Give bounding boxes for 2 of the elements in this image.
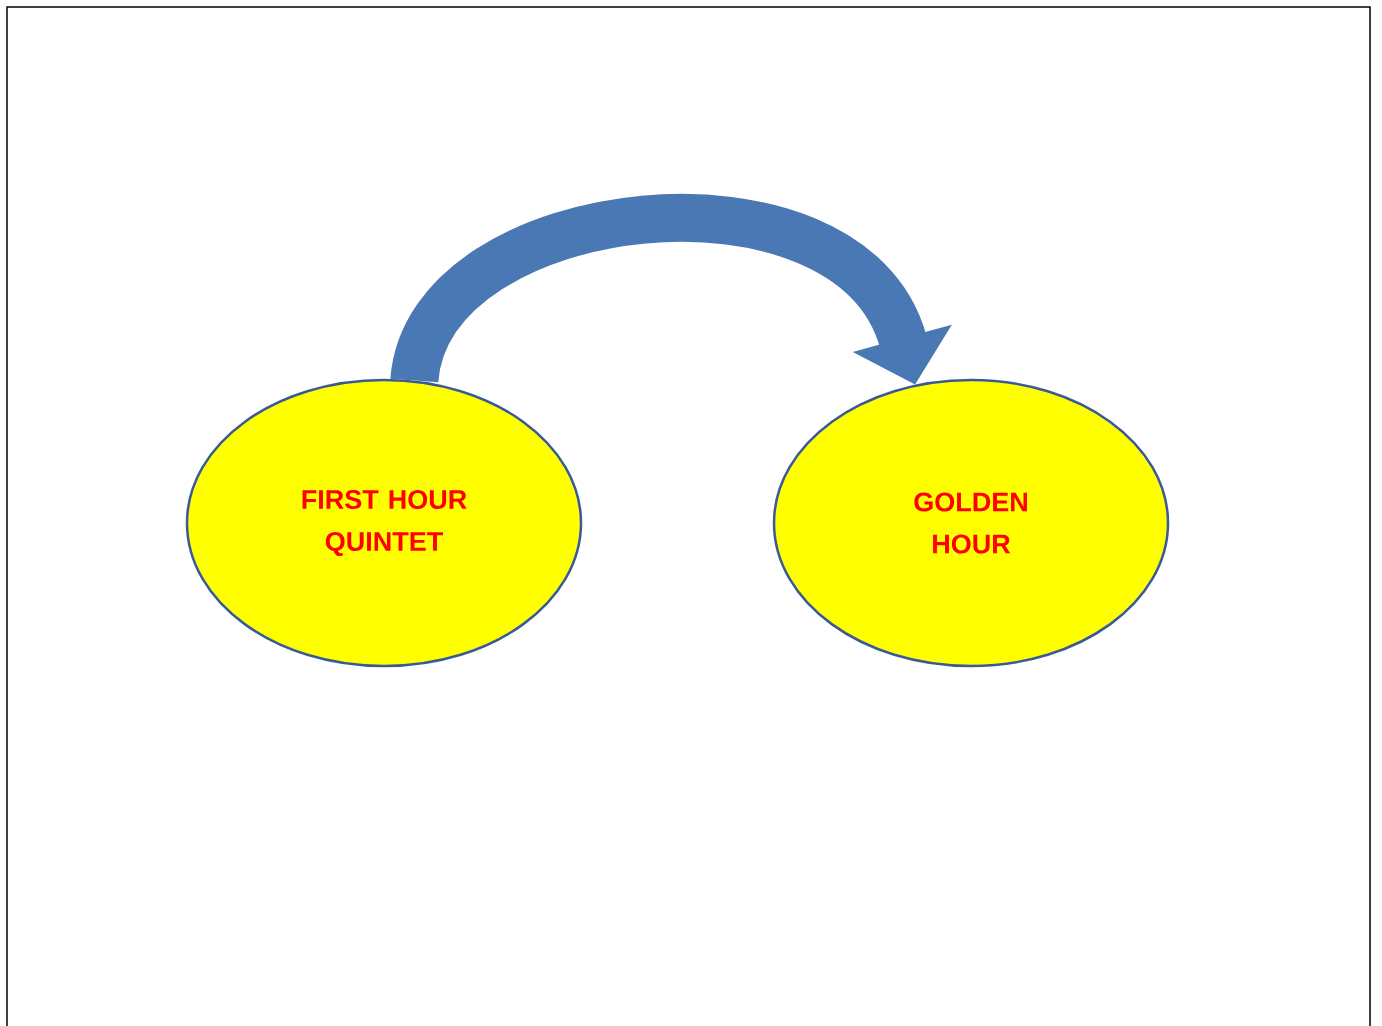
ellipse-node: FIRST HOUR QUINTET bbox=[185, 378, 583, 668]
ellipse-node: GOLDEN HOUR bbox=[772, 378, 1170, 668]
